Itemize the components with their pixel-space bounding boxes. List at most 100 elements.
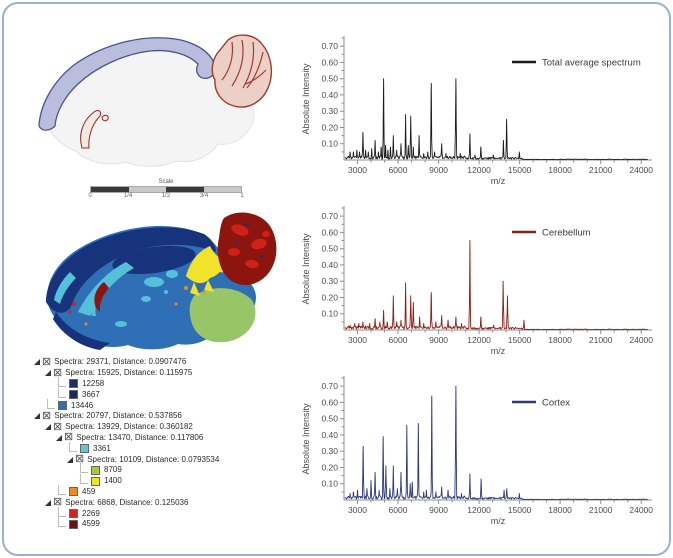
x-tick-label: 12000 [467, 505, 491, 515]
tree-row[interactable]: 4599 [34, 517, 294, 530]
scale-tick: 1/2 [161, 193, 171, 199]
tree-row-label: Spectra: 13929, Distance: 0.360182 [65, 422, 193, 432]
scale-tick: 1 [240, 193, 244, 199]
x-tick-label: 24000 [629, 505, 653, 515]
scale-bar-segment-dark [166, 187, 204, 192]
segmentation-map [46, 212, 277, 350]
cluster-color-swatch [69, 487, 78, 497]
scale-bar-title: Scale [158, 179, 174, 185]
tree-connector [69, 441, 77, 452]
tree-row[interactable]: ⊠Spectra: 13470, Distance: 0.117806 [34, 431, 294, 444]
y-tick-label: 0.10 [321, 479, 338, 489]
tree-row-label: Spectra: 10109, Distance: 0.0793534 [87, 454, 220, 464]
tree-row[interactable]: ⊠Spectra: 13929, Distance: 0.360182 [34, 420, 294, 433]
tree-row[interactable]: 13446 [34, 398, 294, 411]
tree-row[interactable]: 3667 [34, 387, 294, 400]
tree-row-label: 13446 [71, 400, 94, 410]
cluster-color-swatch [69, 379, 78, 389]
scale-tick: 1/4 [123, 193, 133, 199]
spectrum-trace [344, 240, 648, 331]
tree-connector [80, 474, 88, 485]
y-tick-label: 0.30 [321, 106, 338, 116]
tree-row[interactable]: 2269 [34, 506, 294, 519]
x-tick-label: 18000 [548, 165, 572, 175]
x-tick-label: 3000 [348, 505, 367, 515]
tree-row[interactable]: ⊠Spectra: 29371, Distance: 0.0907476 [34, 355, 294, 368]
x-tick-label: 12000 [467, 165, 491, 175]
tree-connector [80, 463, 88, 474]
axes [340, 206, 652, 334]
x-tick-label: 3000 [348, 335, 367, 345]
tree-row-label: Spectra: 15925, Distance: 0.115975 [65, 368, 193, 378]
cluster-color-swatch [69, 390, 78, 400]
node-checkbox-icon[interactable]: ⊠ [64, 431, 74, 444]
x-tick-label: 9000 [429, 505, 448, 515]
tree-row[interactable]: 3361 [34, 441, 294, 454]
node-checkbox-icon[interactable]: ⊠ [42, 355, 52, 368]
scale-bar-segment-light [128, 187, 166, 192]
y-tick-label: 0.10 [321, 139, 338, 149]
node-checkbox-icon[interactable]: ⊠ [53, 366, 63, 379]
y-tick-label: 0.40 [321, 430, 338, 440]
node-checkbox-icon[interactable]: ⊠ [42, 409, 52, 422]
expander-icon[interactable] [67, 456, 73, 463]
tree-connector [58, 387, 66, 398]
spectrum-trace [344, 78, 648, 161]
node-checkbox-icon[interactable]: ⊠ [75, 453, 85, 466]
y-tick-label: 0.60 [321, 397, 338, 407]
expander-icon[interactable] [45, 424, 51, 431]
tree-connector [58, 484, 66, 495]
expander-icon[interactable] [56, 434, 62, 441]
expander-icon[interactable] [45, 370, 51, 377]
scale-bar-segment-dark [91, 187, 129, 192]
cluster-color-swatch [91, 476, 100, 486]
y-tick-label: 0.50 [321, 74, 338, 84]
tree-row[interactable]: 459 [34, 484, 294, 498]
y-tick-label: 0.50 [321, 244, 338, 254]
tree-row-label: 3361 [93, 443, 111, 453]
node-checkbox-icon[interactable]: ⊠ [53, 420, 63, 433]
legend-label: Cerebellum [542, 228, 591, 239]
cluster-color-swatch [91, 465, 100, 475]
y-tick-label: 0.70 [321, 41, 338, 51]
expander-icon[interactable] [45, 499, 51, 506]
tree-row[interactable]: 1400 [34, 474, 294, 487]
expander-icon[interactable] [34, 413, 40, 420]
y-tick-label: 0.40 [321, 90, 338, 100]
tree-row-label: 3667 [82, 389, 100, 399]
cluster-color-swatch [80, 444, 89, 454]
x-tick-label: 12000 [467, 335, 491, 345]
x-tick-label: 6000 [389, 165, 408, 175]
tree-row-label: 1400 [104, 476, 122, 486]
tree-row[interactable]: ⊠Spectra: 15925, Distance: 0.115975 [34, 366, 294, 379]
y-tick-label: 0.70 [321, 381, 338, 391]
node-checkbox-icon[interactable]: ⊠ [53, 496, 63, 509]
y-tick-label: 0.60 [321, 57, 338, 67]
tree-row[interactable]: ⊠Spectra: 10109, Distance: 0.0793534 [34, 454, 294, 465]
y-tick-label: 0.40 [321, 260, 338, 270]
tree-row[interactable]: ⊠Spectra: 20797, Distance: 0.537856 [34, 409, 294, 422]
x-tick-label: 21000 [589, 335, 613, 345]
tree-row-label: Spectra: 29371, Distance: 0.0907476 [54, 357, 187, 367]
segmentation-green-region [189, 288, 256, 343]
scale-bar-segments [90, 186, 242, 193]
tree-row[interactable]: 12258 [34, 377, 294, 390]
x-tick-label: 18000 [548, 335, 572, 345]
x-tick-label: 15000 [508, 165, 532, 175]
tree-row[interactable]: ⊠Spectra: 6868, Distance: 0.125036 [34, 497, 294, 508]
tree-row[interactable]: 8709 [34, 463, 294, 476]
tree-connector [47, 398, 55, 409]
scale-bar-segment-light [203, 187, 241, 192]
scale-bar: Scale 0 1/4 1/2 3/4 1 [88, 179, 244, 201]
x-tick-label: 6000 [389, 335, 408, 345]
tree-row-label: 8709 [104, 465, 122, 475]
segmentation-yellow-region [186, 246, 226, 296]
expander-icon[interactable] [34, 359, 40, 366]
x-tick-label: 18000 [548, 505, 572, 515]
tree-row-label: Spectra: 6868, Distance: 0.125036 [65, 497, 189, 507]
y-tick-label: 0.70 [321, 211, 338, 221]
cluster-color-swatch [58, 401, 67, 411]
tree-connector [58, 517, 66, 528]
